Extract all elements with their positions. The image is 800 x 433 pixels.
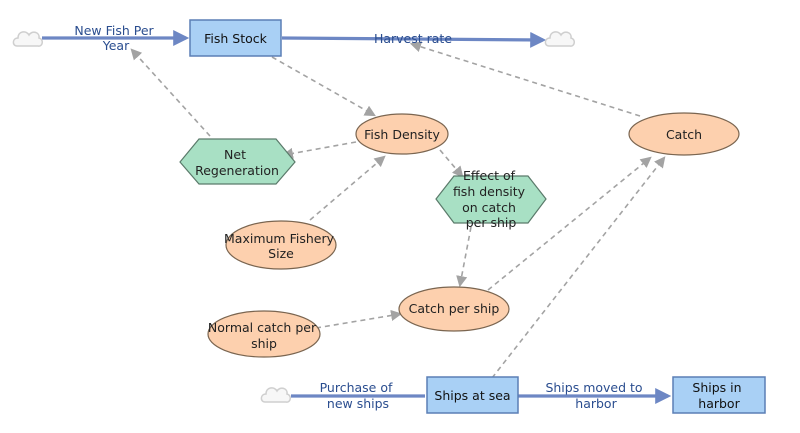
variable-catch[interactable]: Catch (628, 112, 740, 156)
link-fish-density-to-net-regeneration (281, 141, 357, 159)
link-net-regeneration-to-new-fish (130, 48, 211, 137)
variable-maximum-fishery-size[interactable]: Maximum Fishery Size (224, 220, 338, 270)
variable-maximum-fishery-size-label: Maximum Fishery Size (224, 231, 338, 261)
variable-catch-per-ship-label: Catch per ship (409, 301, 500, 316)
variable-fish-density[interactable]: Fish Density (355, 113, 449, 155)
link-effect-to-catch-per-ship (456, 226, 472, 288)
stock-ships-in-harbor[interactable]: Ships in harbor (672, 376, 766, 414)
cloud-source-icon (12, 31, 43, 47)
converter-effect-of-fish-density[interactable]: Effect of fish density on catch per ship (435, 168, 547, 230)
flow-pipe-harvest (281, 31, 547, 48)
converter-net-regeneration[interactable]: Net Regeneration (179, 138, 296, 185)
converter-effect-of-fish-density-label: Effect of fish density on catch per ship (453, 168, 529, 230)
flow-pipes (42, 30, 672, 404)
variable-catch-label: Catch (666, 127, 702, 142)
flow-label-new-fish-per-year[interactable]: New Fish Per Year (74, 23, 157, 53)
flow-label-purchase-of-new-ships[interactable]: Purchase of new ships (320, 380, 397, 411)
stock-ships-in-harbor-label: Ships in harbor (692, 380, 745, 411)
link-normal-catch-to-catch-per-ship (315, 309, 403, 329)
link-ships-at-sea-to-catch (491, 156, 666, 379)
stock-ships-at-sea[interactable]: Ships at sea (426, 376, 519, 414)
stock-fish-stock-label: Fish Stock (204, 31, 268, 46)
variable-normal-catch-per-ship[interactable]: Normal catch per ship (207, 310, 321, 358)
link-catch-to-harvest-rate (409, 41, 641, 117)
link-catch-per-ship-to-catch (487, 156, 652, 291)
stock-ships-at-sea-label: Ships at sea (434, 388, 510, 403)
link-fish-stock-to-fish-density (271, 56, 376, 117)
variable-catch-per-ship[interactable]: Catch per ship (398, 286, 510, 332)
variable-fish-density-label: Fish Density (364, 127, 440, 142)
cloud-sink-icon (544, 31, 575, 47)
variable-normal-catch-per-ship-label: Normal catch per ship (208, 320, 320, 351)
flow-label-harvest-rate[interactable]: Harvest rate (374, 31, 452, 46)
information-links (130, 41, 666, 379)
link-fish-density-to-effect (439, 149, 464, 178)
flow-label-ships-moved-to-harbor[interactable]: Ships moved to harbor (545, 380, 646, 411)
cloud-source-ships-icon (260, 387, 291, 403)
stock-fish-stock[interactable]: Fish Stock (189, 19, 282, 57)
converter-net-regeneration-label: Net Regeneration (195, 147, 279, 178)
link-max-fishery-to-fish-density (309, 155, 386, 221)
